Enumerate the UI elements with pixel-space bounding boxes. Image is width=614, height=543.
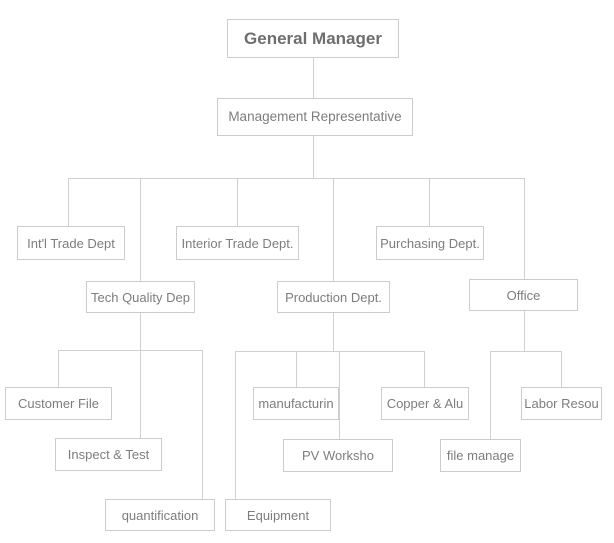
connector-drop-quantification <box>202 350 203 499</box>
node-general-manager[interactable]: General Manager <box>227 19 399 58</box>
connector-drop-office <box>524 178 525 279</box>
connector-drop-equipment <box>235 351 236 499</box>
node-label: Labor Resou <box>524 396 599 411</box>
node-purchasing-dept[interactable]: Purchasing Dept. <box>376 226 484 260</box>
connector-drop-tech-quality <box>140 178 141 281</box>
node-label: PV Worksho <box>301 448 374 463</box>
node-inspect-and-test[interactable]: Inspect & Test <box>55 438 162 471</box>
connector-gm-to-mr <box>313 58 314 98</box>
connector-drop-production <box>333 178 334 281</box>
connector-drop-customer-file <box>58 350 59 387</box>
node-label: Customer File <box>18 396 99 411</box>
node-label: Purchasing Dept. <box>380 235 480 251</box>
node-pv-worksho[interactable]: PV Worksho <box>283 439 393 472</box>
connector-drop-file-manage <box>490 351 491 439</box>
node-label: Equipment <box>246 507 310 523</box>
node-manufacturin[interactable]: manufacturin <box>253 387 339 420</box>
node-office[interactable]: Office <box>469 279 578 311</box>
node-label: Interior Trade Dept. <box>181 235 294 251</box>
node-label: quantification <box>121 507 199 523</box>
node-label: Inspect & Test <box>67 447 150 462</box>
connector-tech-quality-bus <box>58 350 203 351</box>
node-equipment[interactable]: Equipment <box>225 499 331 531</box>
node-label: Tech Quality Dep <box>91 289 190 305</box>
connector-production-bus <box>235 351 425 352</box>
connector-drop-intl-trade <box>68 178 69 226</box>
connector-drop-manufacturin <box>296 351 297 387</box>
node-quantification[interactable]: quantification <box>105 499 215 531</box>
node-label: Int'l Trade Dept <box>27 235 115 251</box>
connector-tech-quality-to-bus <box>140 313 141 351</box>
node-management-representative[interactable]: Management Representative <box>217 98 413 136</box>
node-label: Office <box>506 287 541 303</box>
node-label: manufacturin <box>258 396 334 411</box>
node-tech-quality-dep[interactable]: Tech Quality Dep <box>86 281 195 313</box>
node-intl-trade-dept[interactable]: Int'l Trade Dept <box>17 226 125 260</box>
connector-drop-pv-worksho <box>339 351 340 439</box>
node-label: Management Representative <box>228 109 402 125</box>
node-label: file manage <box>446 448 515 463</box>
node-copper-and-alu[interactable]: Copper & Alu <box>381 387 469 420</box>
node-label: Production Dept. <box>285 289 382 305</box>
connector-production-to-bus <box>333 313 334 352</box>
node-interior-trade-dept[interactable]: Interior Trade Dept. <box>176 226 299 260</box>
connector-drop-inspect-test <box>140 350 141 438</box>
node-labor-resou[interactable]: Labor Resou <box>521 387 602 420</box>
connector-office-to-bus <box>524 311 525 351</box>
node-customer-file[interactable]: Customer File <box>5 387 112 420</box>
node-production-dept[interactable]: Production Dept. <box>277 281 390 313</box>
connector-drop-labor-resou <box>561 351 562 387</box>
connector-mr-to-bus <box>313 136 314 178</box>
node-file-manage[interactable]: file manage <box>440 439 521 472</box>
connector-drop-copper-alu <box>424 351 425 387</box>
connector-office-bus <box>490 351 562 352</box>
connector-main-bus <box>68 178 525 179</box>
node-label: Copper & Alu <box>386 396 464 411</box>
node-label: General Manager <box>244 29 382 48</box>
connector-drop-purchasing <box>429 178 430 226</box>
connector-drop-interior-trade <box>237 178 238 226</box>
